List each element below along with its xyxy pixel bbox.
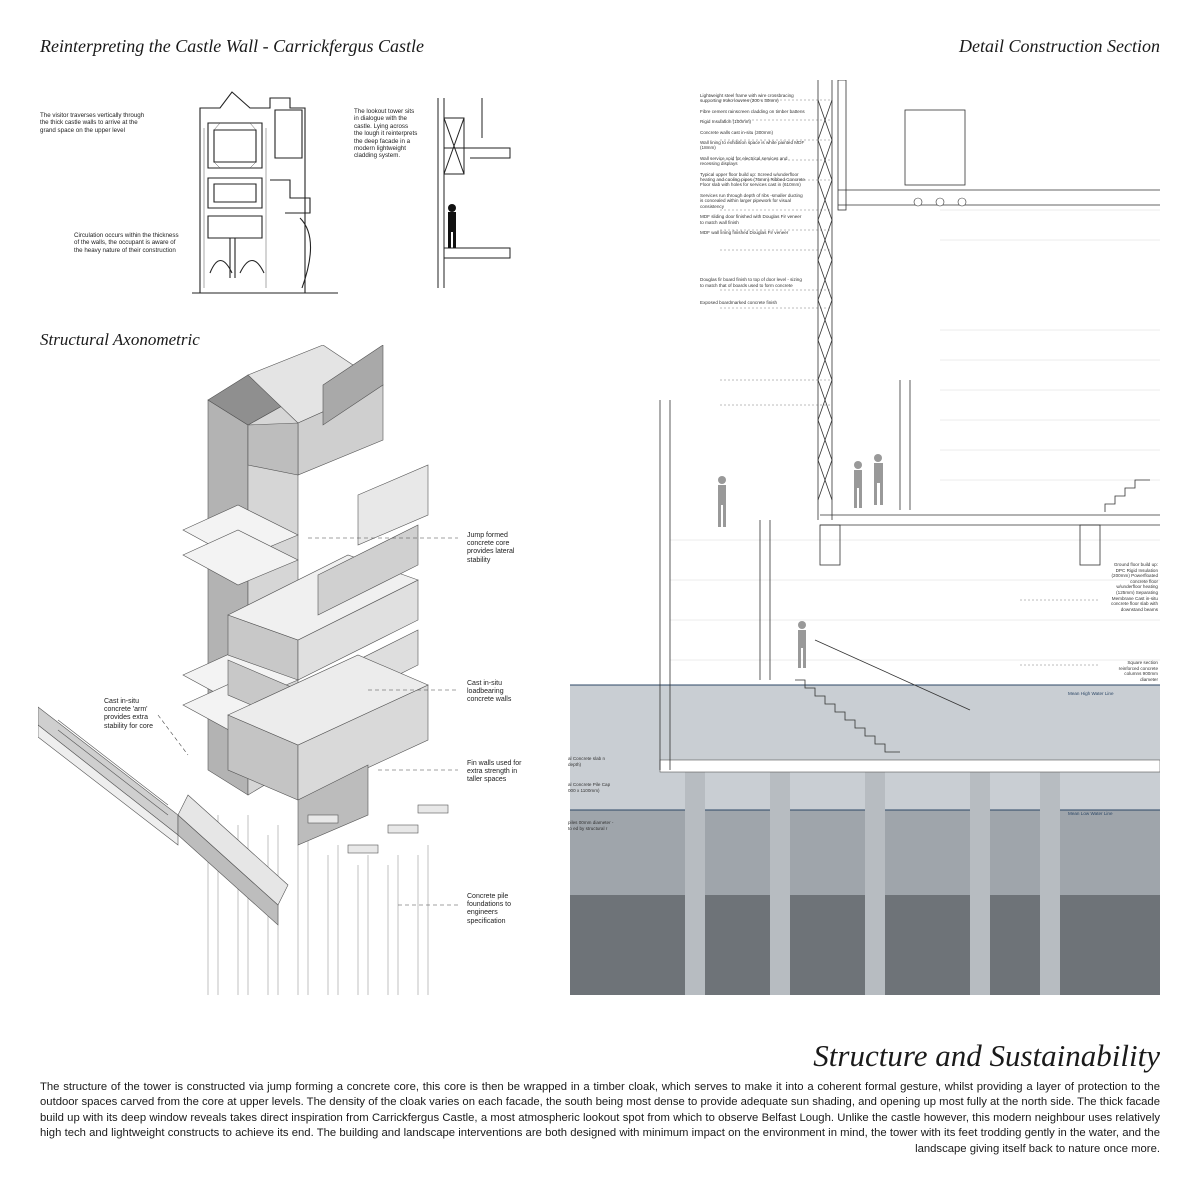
board-title: Reinterpreting the Castle Wall - Carrick… xyxy=(40,36,424,56)
axonometric-title: Structural Axonometric xyxy=(40,330,200,349)
callout-pile-foundations: Concrete pile foundations to engineers s… xyxy=(467,893,511,925)
section-label: Concrete walls cast in-situ (300mm) xyxy=(700,129,774,135)
callout-concrete-arm: Cast in-situ concrete 'arm' provides ext… xyxy=(104,698,154,730)
ground-floor-buildup-label: Ground floor build up: DPC Rigid Insulat… xyxy=(1111,562,1158,612)
section-label: MDF sliding door finished with Douglas F… xyxy=(700,214,802,225)
lookout-section-sketch xyxy=(437,98,511,288)
castle-section-sketch xyxy=(192,91,338,294)
section-label: Lightweight steel frame with wire crossb… xyxy=(700,93,794,104)
section-label: MDF wall lining finished Douglas Fir ven… xyxy=(700,229,789,235)
section-labels: Lightweight steel frame with wire crossb… xyxy=(700,93,805,311)
section-label: Typical upper floor build up: Screed w/u… xyxy=(700,171,805,188)
column-label: Square section reinforced concrete colum… xyxy=(1118,660,1158,682)
sketch-note-circulation: Circulation occurs within the thickness … xyxy=(74,232,179,254)
callout-fin-walls: Fin walls used for extra strength in tal… xyxy=(467,760,522,784)
structural-axonometric xyxy=(38,345,458,995)
section-label: Wall service void for electrical service… xyxy=(700,155,788,167)
section-label: Wall lining to exhibition space is white… xyxy=(700,140,805,151)
structure-description: The structure of the tower is constructe… xyxy=(40,1081,1160,1155)
section-label: Exposed boardmarked concrete finish xyxy=(700,300,778,306)
callout-concrete-core: Jump formed concrete core provides later… xyxy=(467,532,515,564)
callout-loadbearing-walls: Cast in-situ loadbearing concrete walls xyxy=(467,680,512,704)
pile-cap-cut-label: al Concrete Pile Cap 000 x 1100mm) xyxy=(568,782,611,793)
piles-cut-label: piles 00mm diameter - to ed by structura… xyxy=(568,820,614,831)
sketch-note-lookout: The lookout tower sits in dialogue with … xyxy=(354,108,418,160)
detail-construction-section xyxy=(570,80,1160,995)
mean-high-water-label: Mean High Water Line xyxy=(1068,691,1114,696)
sketch-note-visitor: The visitor traverses vertically through… xyxy=(40,112,145,134)
mean-low-water-label: Mean Low Water Line xyxy=(1068,811,1113,816)
section-label: Rigid Insulation (100mm) xyxy=(700,119,752,125)
detail-section-title: Detail Construction Section xyxy=(959,36,1160,56)
structure-sustainability-title: Structure and Sustainability xyxy=(813,1038,1160,1073)
slab-cut-label: al Concrete slab n depth) xyxy=(568,756,606,767)
section-label: Fibre cement rainscreen cladding on timb… xyxy=(700,108,805,114)
section-label: Douglas fir board finish to top of door … xyxy=(700,277,802,288)
section-label: Services run through depth of ribs -smal… xyxy=(700,192,803,209)
